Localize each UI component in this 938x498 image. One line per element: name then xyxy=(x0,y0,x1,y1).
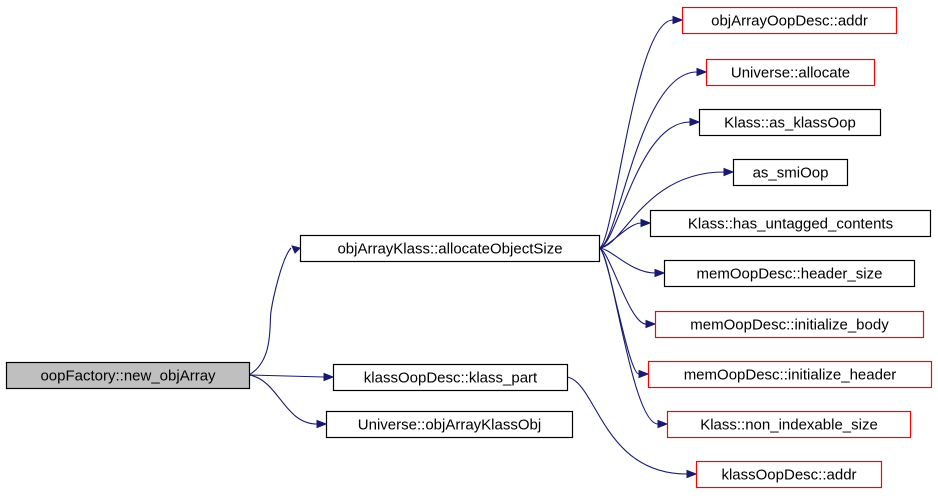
node-box-as-smi-oop xyxy=(732,158,849,187)
node-label-universe-allocate: Universe::allocate xyxy=(731,65,850,82)
node-klass-oop-desc-klass-part[interactable]: klassOopDesc::klass_part xyxy=(332,363,569,392)
edge-oop-factory-new-obj-array-to-universe-obj-array-klass-obj xyxy=(248,374,318,425)
node-mem-oop-desc-header-size[interactable]: memOopDesc::header_size xyxy=(663,259,916,288)
node-label-klass-non-indexable-size: Klass::non_indexable_size xyxy=(700,417,878,434)
node-label-obj-array-oop-desc-addr: objArrayOopDesc::addr xyxy=(711,13,868,30)
node-box-klass-has-untagged-contents xyxy=(649,209,932,238)
node-box-universe-obj-array-klass-obj xyxy=(325,410,574,439)
node-label-mem-oop-desc-initialize-header: memOopDesc::initialize_header xyxy=(684,367,897,384)
arrowhead-universe-allocate xyxy=(696,67,708,77)
node-klass-oop-desc-addr[interactable]: klassOopDesc::addr xyxy=(695,460,883,489)
node-label-obj-array-klass-allocate-object-size: objArrayKlass::allocateObjectSize xyxy=(337,241,562,258)
node-label-universe-obj-array-klass-obj: Universe::objArrayKlassObj xyxy=(358,417,541,434)
arrowhead-mem-oop-desc-header-size xyxy=(654,268,666,278)
arrowhead-klass-oop-desc-klass-part xyxy=(323,372,335,382)
node-universe-allocate[interactable]: Universe::allocate xyxy=(705,58,876,87)
node-box-mem-oop-desc-initialize-body xyxy=(654,310,925,339)
arrowhead-obj-array-klass-allocate-object-size xyxy=(291,245,301,254)
node-klass-non-indexable-size[interactable]: Klass::non_indexable_size xyxy=(666,410,912,439)
node-box-klass-as-klass-oop xyxy=(698,108,882,137)
node-box-obj-array-oop-desc-addr xyxy=(681,6,898,35)
edge-oop-factory-new-obj-array-to-obj-array-klass-allocate-object-size xyxy=(248,247,292,376)
nodes-layer: oopFactory::new_objArray objArrayKlass::a… xyxy=(5,6,933,489)
edge-obj-array-klass-allocate-object-size-to-klass-as-klass-oop xyxy=(598,121,691,249)
node-label-as-smi-oop: as_smiOop xyxy=(753,165,829,182)
node-obj-array-oop-desc-addr[interactable]: objArrayOopDesc::addr xyxy=(681,6,898,35)
edge-obj-array-klass-allocate-object-size-to-klass-non-indexable-size xyxy=(598,247,659,425)
edge-obj-array-klass-allocate-object-size-to-klass-has-untagged-contents xyxy=(598,222,642,249)
arrowhead-klass-non-indexable-size xyxy=(657,419,669,429)
arrowhead-klass-as-klass-oop xyxy=(689,117,701,127)
node-label-klass-oop-desc-klass-part: klassOopDesc::klass_part xyxy=(364,370,538,387)
edge-obj-array-klass-allocate-object-size-to-mem-oop-desc-initialize-body xyxy=(598,247,647,325)
node-mem-oop-desc-initialize-header[interactable]: memOopDesc::initialize_header xyxy=(647,360,933,389)
node-box-obj-array-klass-allocate-object-size xyxy=(299,234,601,263)
edge-obj-array-klass-allocate-object-size-to-mem-oop-desc-header-size xyxy=(598,247,656,274)
arrowhead-klass-has-untagged-contents xyxy=(640,218,652,228)
node-klass-as-klass-oop[interactable]: Klass::as_klassOop xyxy=(698,108,882,137)
node-label-klass-has-untagged-contents: Klass::has_untagged_contents xyxy=(688,216,893,233)
node-mem-oop-desc-initialize-body[interactable]: memOopDesc::initialize_body xyxy=(654,310,925,339)
node-as-smi-oop[interactable]: as_smiOop xyxy=(732,158,849,187)
node-oop-factory-new-obj-array: oopFactory::new_objArray xyxy=(5,361,251,390)
node-label-oop-factory-new-obj-array: oopFactory::new_objArray xyxy=(40,368,216,385)
arrowhead-universe-obj-array-klass-obj xyxy=(316,419,328,429)
node-box-klass-non-indexable-size xyxy=(666,410,912,439)
arrowhead-mem-oop-desc-initialize-body xyxy=(645,319,657,329)
node-box-mem-oop-desc-header-size xyxy=(663,259,916,288)
node-box-universe-allocate xyxy=(705,58,876,87)
node-box-klass-oop-desc-addr xyxy=(695,460,883,489)
arrowhead-mem-oop-desc-initialize-header xyxy=(638,369,650,379)
node-box-mem-oop-desc-initialize-header xyxy=(647,360,933,389)
node-universe-obj-array-klass-obj[interactable]: Universe::objArrayKlassObj xyxy=(325,410,574,439)
node-label-klass-oop-desc-addr: klassOopDesc::addr xyxy=(721,467,856,484)
arrowhead-klass-oop-desc-addr xyxy=(686,469,698,479)
node-label-mem-oop-desc-initialize-body: memOopDesc::initialize_body xyxy=(690,317,889,334)
node-box-oop-factory-new-obj-array xyxy=(5,361,251,390)
node-label-klass-as-klass-oop: Klass::as_klassOop xyxy=(724,115,856,132)
edge-obj-array-klass-allocate-object-size-to-as-smi-oop xyxy=(598,171,725,249)
edge-obj-array-klass-allocate-object-size-to-universe-allocate xyxy=(598,71,698,249)
edges-layer xyxy=(248,15,735,479)
arrowhead-as-smi-oop xyxy=(723,167,735,177)
node-label-mem-oop-desc-header-size: memOopDesc::header_size xyxy=(697,266,883,283)
node-obj-array-klass-allocate-object-size[interactable]: objArrayKlass::allocateObjectSize xyxy=(299,234,601,263)
edge-klass-oop-desc-klass-part-to-klass-oop-desc-addr xyxy=(566,376,688,475)
node-box-klass-oop-desc-klass-part xyxy=(332,363,569,392)
edge-oop-factory-new-obj-array-to-klass-oop-desc-klass-part xyxy=(248,374,325,378)
node-klass-has-untagged-contents[interactable]: Klass::has_untagged_contents xyxy=(649,209,932,238)
edge-obj-array-klass-allocate-object-size-to-obj-array-oop-desc-addr xyxy=(598,19,674,249)
arrowhead-obj-array-oop-desc-addr xyxy=(672,15,684,25)
